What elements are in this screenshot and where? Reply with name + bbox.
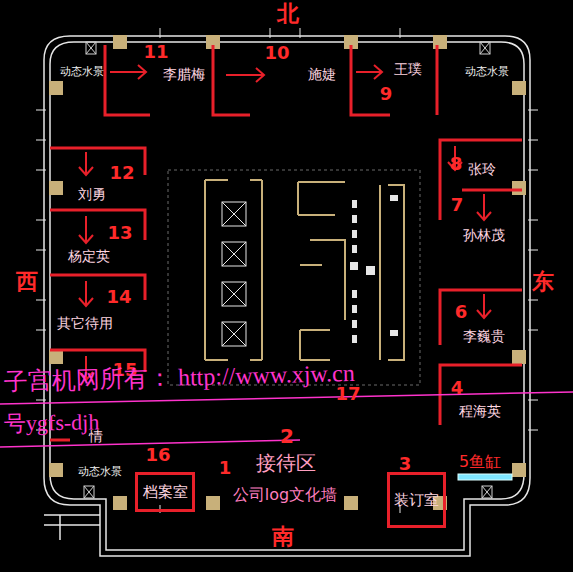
callout-number: 3	[399, 454, 412, 474]
room-name: 档案室	[143, 483, 188, 502]
callout-number: 10	[264, 43, 289, 63]
occupant-name: 杨定英	[68, 249, 110, 264]
feature-label: 动态水景	[465, 66, 509, 78]
room-name: 装订室	[394, 491, 439, 510]
toilet-stair-walls	[298, 182, 404, 360]
fish-tank	[458, 474, 512, 480]
occupant-name: 王璞	[394, 62, 422, 77]
watermark: 号ygfs-djh	[4, 410, 100, 436]
callout-number: 4	[451, 378, 464, 398]
elevator-car	[222, 202, 246, 346]
watermark-band	[0, 392, 573, 447]
callout-number: 8	[450, 154, 463, 174]
callout-number: 1	[219, 458, 232, 478]
door-arrows	[79, 65, 491, 380]
callout-number: 14	[106, 287, 131, 307]
callout-number: 12	[109, 163, 134, 183]
room-box: 装订室	[387, 472, 446, 528]
columns	[49, 35, 526, 510]
callout-number: 16	[145, 445, 170, 465]
compass-label: 西	[16, 270, 38, 294]
occupant-name: 张玲	[468, 162, 496, 177]
occupant-name: 程海英	[459, 404, 501, 419]
sanitary-fixtures	[350, 195, 398, 343]
feature-label: 5鱼缸	[459, 453, 501, 471]
room-box: 档案室	[135, 472, 195, 512]
callout-number: 11	[143, 42, 168, 62]
occupant-name: 刘勇	[78, 187, 106, 202]
core-outline	[168, 170, 420, 385]
callout-number: 7	[451, 195, 464, 215]
window-mullions	[36, 28, 538, 513]
callout-number: 17	[335, 384, 360, 404]
elevator-shafts	[205, 180, 262, 360]
feature-label: 动态水景	[60, 66, 104, 78]
watermark: 子宫机网所有： http://www.xjw.cn	[4, 360, 355, 396]
occupant-name: 孙林茂	[463, 228, 505, 243]
compass-label: 南	[272, 525, 294, 549]
callout-number: 2	[280, 425, 294, 447]
compass-label: 北	[277, 2, 299, 26]
callout-number: 6	[455, 302, 468, 322]
wall-label: 公司log文化墙	[233, 486, 337, 504]
feature-label: 动态水景	[78, 466, 122, 478]
callout-number: 9	[380, 84, 393, 104]
occupant-name: 李腊梅	[163, 67, 205, 82]
occupant-name: 施婕	[308, 67, 336, 82]
occupant-name: 其它待用	[57, 316, 113, 331]
area-name: 接待区	[256, 452, 316, 474]
compass-label: 东	[532, 270, 554, 294]
water-feature-symbol	[84, 42, 492, 498]
callout-number: 13	[107, 223, 132, 243]
building-outline	[44, 36, 530, 556]
occupant-name: 李巍贵	[463, 329, 505, 344]
